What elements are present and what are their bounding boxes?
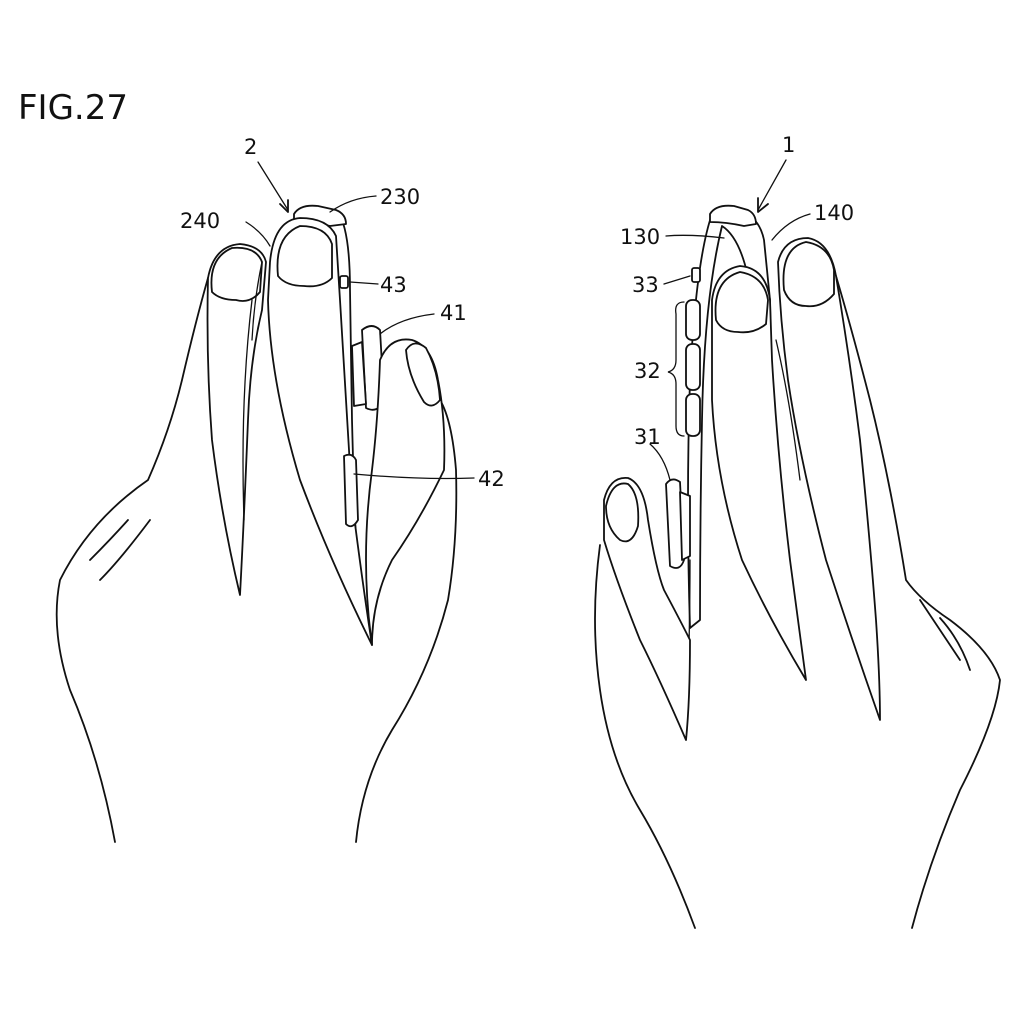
left-upper-trigger-base: [351, 341, 367, 407]
right-button-upper: [685, 299, 701, 341]
left-hand-outline: [55, 277, 209, 843]
label-right-ref: 1: [782, 133, 795, 157]
left-thumb-nail: [405, 342, 441, 407]
leader-lines: [245, 159, 811, 481]
label-33: 33: [632, 273, 659, 297]
label-41: 41: [440, 301, 467, 325]
right-thumb: [603, 477, 691, 741]
right-thumb-nail: [605, 482, 640, 543]
label-42: 42: [478, 467, 505, 491]
right-hand-right-edge: [835, 275, 1001, 929]
right-button-lower: [685, 393, 701, 437]
reference-labels: 2 230 240 43 41 42 1 140 130 33 32 31: [180, 133, 854, 491]
label-130: 130: [620, 225, 660, 249]
right-top-cap: [709, 204, 757, 227]
left-hand-right-edge: [355, 399, 458, 843]
right-middle-finger: [711, 265, 807, 681]
left-hand-illustration: [55, 204, 458, 843]
right-small-button: [691, 267, 701, 283]
right-hand-illustration: [594, 204, 1001, 929]
figure-title: FIG.27: [18, 88, 129, 128]
right-hand-outline: [594, 544, 696, 929]
right-middle-nail: [714, 271, 769, 334]
label-31: 31: [634, 425, 661, 449]
left-small-button: [339, 275, 349, 289]
left-middle-nail: [276, 225, 333, 288]
right-index-nail: [782, 241, 835, 308]
left-index-nail: [210, 246, 263, 302]
right-trigger-base: [679, 491, 691, 561]
right-button-middle: [685, 343, 701, 391]
label-240: 240: [180, 209, 220, 233]
label-230: 230: [380, 185, 420, 209]
left-index-finger: [206, 243, 267, 596]
label-140: 140: [814, 201, 854, 225]
label-43: 43: [380, 273, 407, 297]
label-left-ref: 2: [244, 135, 257, 159]
left-middle-finger: [267, 217, 373, 646]
label-32: 32: [634, 359, 661, 383]
left-lower-trigger: [343, 453, 359, 528]
